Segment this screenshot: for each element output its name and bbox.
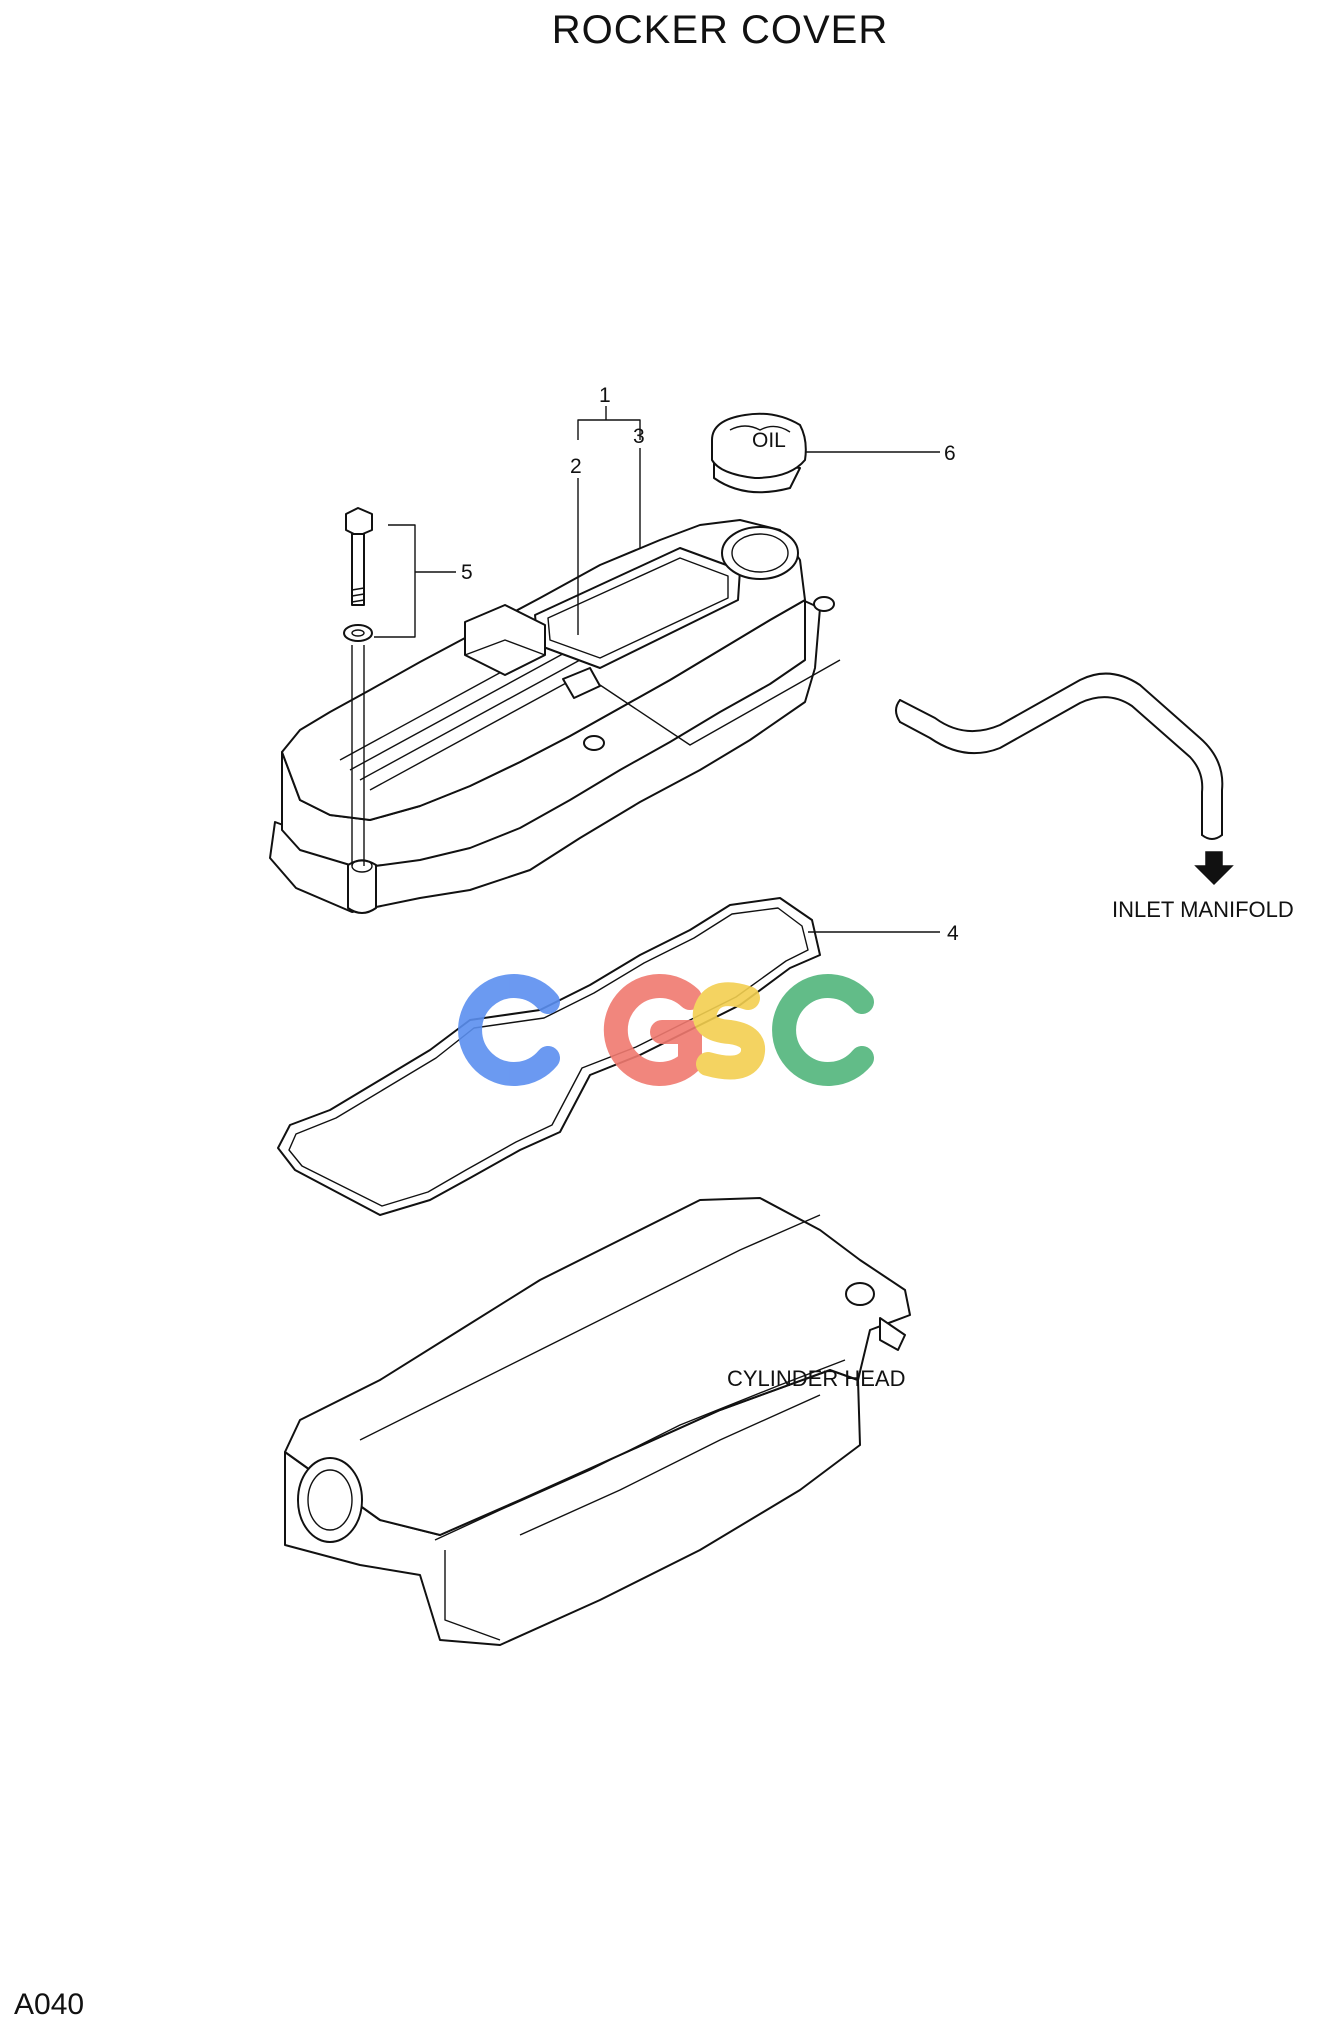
callout-1: 1 — [599, 384, 611, 407]
watermark-letter-c1 — [458, 974, 560, 1086]
breather-hose — [599, 659, 1224, 840]
callout-3: 3 — [633, 425, 645, 448]
page-title: ROCKER COVER — [551, 8, 889, 52]
cylinder-head-label: CYLINDER HEAD — [727, 1366, 905, 1391]
page-code: A040 — [14, 1988, 85, 2021]
arrow-down-icon — [1194, 851, 1234, 886]
bolt-and-washer — [343, 507, 373, 866]
callout-5: 5 — [461, 561, 473, 584]
watermark-letter-g — [603, 974, 702, 1086]
leader-lines — [374, 406, 940, 933]
watermark-letter-s — [692, 982, 765, 1080]
watermark-logo — [458, 974, 874, 1086]
oil-filler-cap: OIL — [711, 412, 807, 494]
inlet-manifold-label: INLET MANIFOLD — [1112, 897, 1294, 922]
callout-4: 4 — [947, 922, 959, 945]
watermark-letter-c2 — [772, 974, 874, 1086]
rocker-cover — [269, 519, 835, 914]
oil-label: OIL — [752, 429, 786, 452]
rocker-cover-gasket — [277, 897, 821, 1216]
cylinder-head — [284, 1197, 911, 1646]
callout-6: 6 — [944, 442, 956, 465]
callout-2: 2 — [570, 455, 582, 478]
